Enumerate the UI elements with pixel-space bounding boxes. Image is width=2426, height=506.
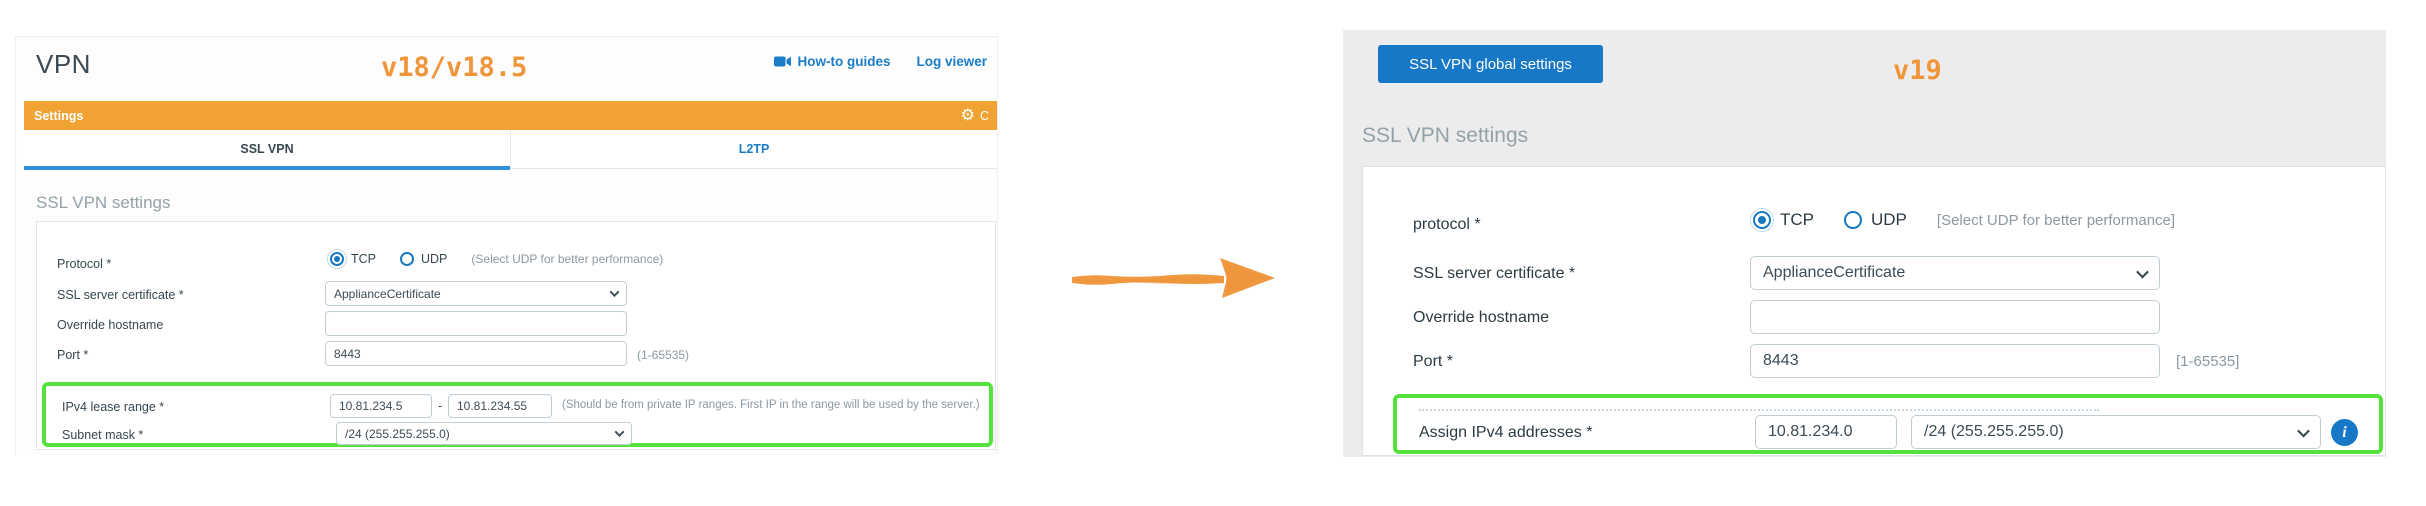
assign-ipv4-mask-select[interactable]: /24 (255.255.255.0) [1911,415,2321,449]
highlight-box-assign-ipv4: Assign IPv4 addresses * 10.81.234.0 /24 … [1393,394,2383,454]
override-hostname-input[interactable] [325,311,627,336]
port-hint: [1-65535] [2176,353,2240,370]
ssl-certificate-select[interactable]: ApplianceCertificate [325,281,627,306]
log-viewer-link[interactable]: Log viewer [916,54,987,69]
radio-udp[interactable]: UDP [400,252,447,266]
orange-arrow [1070,250,1282,305]
video-camera-icon [774,56,792,67]
highlight-box-lease-range: IPv4 lease range * 10.81.234.5 - 10.81.2… [42,382,993,447]
lease-range-separator: - [438,399,443,413]
assign-ipv4-label: Assign IPv4 addresses * [1419,424,1593,441]
chevron-down-icon [2297,424,2310,437]
radio-tcp-dot [1750,208,1774,232]
v18-vpn-page: VPN v18/v18.5 How-to guides Log viewer S… [15,36,998,455]
version-annotation-v19: v19 [1893,55,1942,86]
port-label: Port * [57,348,89,362]
override-hostname-input[interactable] [1750,300,2160,334]
radio-tcp[interactable]: TCP [1750,208,1814,232]
vpn-tabs: SSL VPN L2TP [24,130,997,170]
ssl-certificate-label: SSL server certificate * [1413,265,1576,282]
port-hint: (1-65535) [637,348,690,362]
row-separator [1419,409,2099,411]
chevron-down-icon [2136,265,2149,278]
override-hostname-label: Override hostname [57,318,164,332]
ssl-certificate-label: SSL server certificate * [57,288,184,302]
ssl-vpn-settings-card: Protocol * TCP UDP (Select UDP for bette… [36,221,996,450]
ssl-vpn-settings-card: protocol * TCP UDP [Select UDP for bette… [1362,166,2386,456]
lease-range-from-input[interactable]: 10.81.234.5 [330,394,432,418]
lease-range-hint: (Should be from private IP ranges. First… [562,399,980,411]
log-viewer-label: Log viewer [916,54,987,69]
radio-udp-dot [1844,211,1862,229]
info-icon[interactable]: i [2331,419,2358,446]
ssl-vpn-settings-heading: SSL VPN settings [1362,124,1529,147]
gear-icon[interactable]: ⚙ [960,106,975,124]
radio-udp-dot [400,252,414,266]
subnet-mask-label: Subnet mask * [62,428,144,442]
assign-ipv4-network-input[interactable]: 10.81.234.0 [1755,415,1897,449]
chevron-down-icon [609,287,620,298]
tab-ssl-vpn[interactable]: SSL VPN [24,130,511,170]
radio-tcp-dot [327,249,347,269]
protocol-hint: [Select UDP for better performance] [1936,211,2176,229]
override-hostname-label: Override hostname [1413,309,1550,326]
howto-guides-link[interactable]: How-to guides [774,54,890,69]
active-tab-underline [24,166,510,170]
port-label: Port * [1413,353,1454,370]
settings-bar-title: Settings [34,108,84,123]
radio-tcp[interactable]: TCP [327,249,376,269]
tab-l2tp[interactable]: L2TP [738,142,770,156]
settings-bar-truncated-text: C [979,108,989,123]
howto-guides-label: How-to guides [797,54,891,69]
port-input[interactable]: 8443 [325,341,627,366]
page-title: VPN [36,49,91,79]
ssl-certificate-select[interactable]: ApplianceCertificate [1750,256,2160,290]
v19-ssl-vpn-page: SSL VPN global settings v19 SSL VPN sett… [1343,30,2386,457]
port-input[interactable]: 8443 [1750,344,2160,378]
chevron-down-icon [614,427,625,438]
radio-udp[interactable]: UDP [1844,210,1907,230]
ssl-vpn-global-settings-button[interactable]: SSL VPN global settings [1378,45,1603,83]
version-annotation-v18: v18/v18.5 [381,52,528,83]
protocol-label: Protocol * [57,257,112,271]
protocol-hint: (Select UDP for better performance) [471,252,664,266]
ssl-vpn-settings-heading: SSL VPN settings [36,193,171,212]
protocol-label: protocol * [1413,216,1481,233]
settings-header-bar: Settings ⚙ C [24,101,997,130]
subnet-mask-select[interactable]: /24 (255.255.255.0) [336,422,632,445]
ipv4-lease-range-label: IPv4 lease range * [62,400,165,414]
lease-range-to-input[interactable]: 10.81.234.55 [448,394,552,418]
